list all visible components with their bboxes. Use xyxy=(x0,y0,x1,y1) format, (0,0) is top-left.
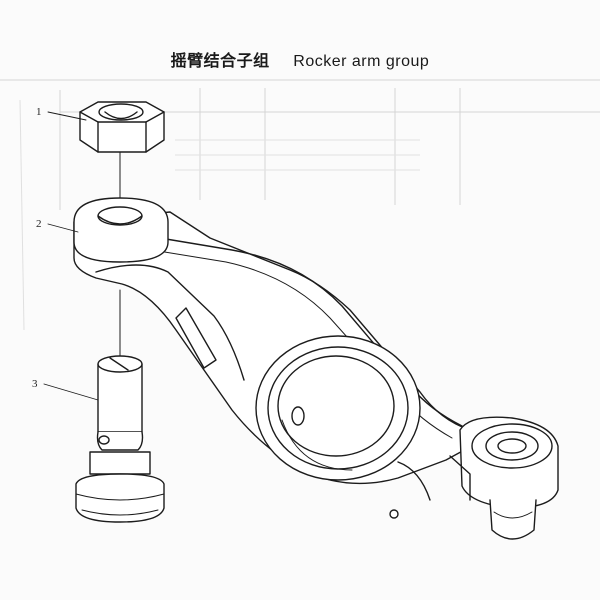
callout-1: 1 xyxy=(36,106,42,118)
rocker-arm-part xyxy=(73,197,559,540)
adjusting-screw-part xyxy=(75,355,165,523)
diagram-linework xyxy=(43,101,559,540)
callout-3: 3 xyxy=(32,378,38,390)
page-title: 摇臂结合子组 Rocker arm group xyxy=(0,47,600,71)
callout-2: 2 xyxy=(36,218,42,230)
ghost-table xyxy=(0,79,600,331)
title-chinese: 摇臂结合子组 xyxy=(170,51,270,70)
nut-part xyxy=(79,101,165,153)
title-english: Rocker arm group xyxy=(293,53,430,70)
